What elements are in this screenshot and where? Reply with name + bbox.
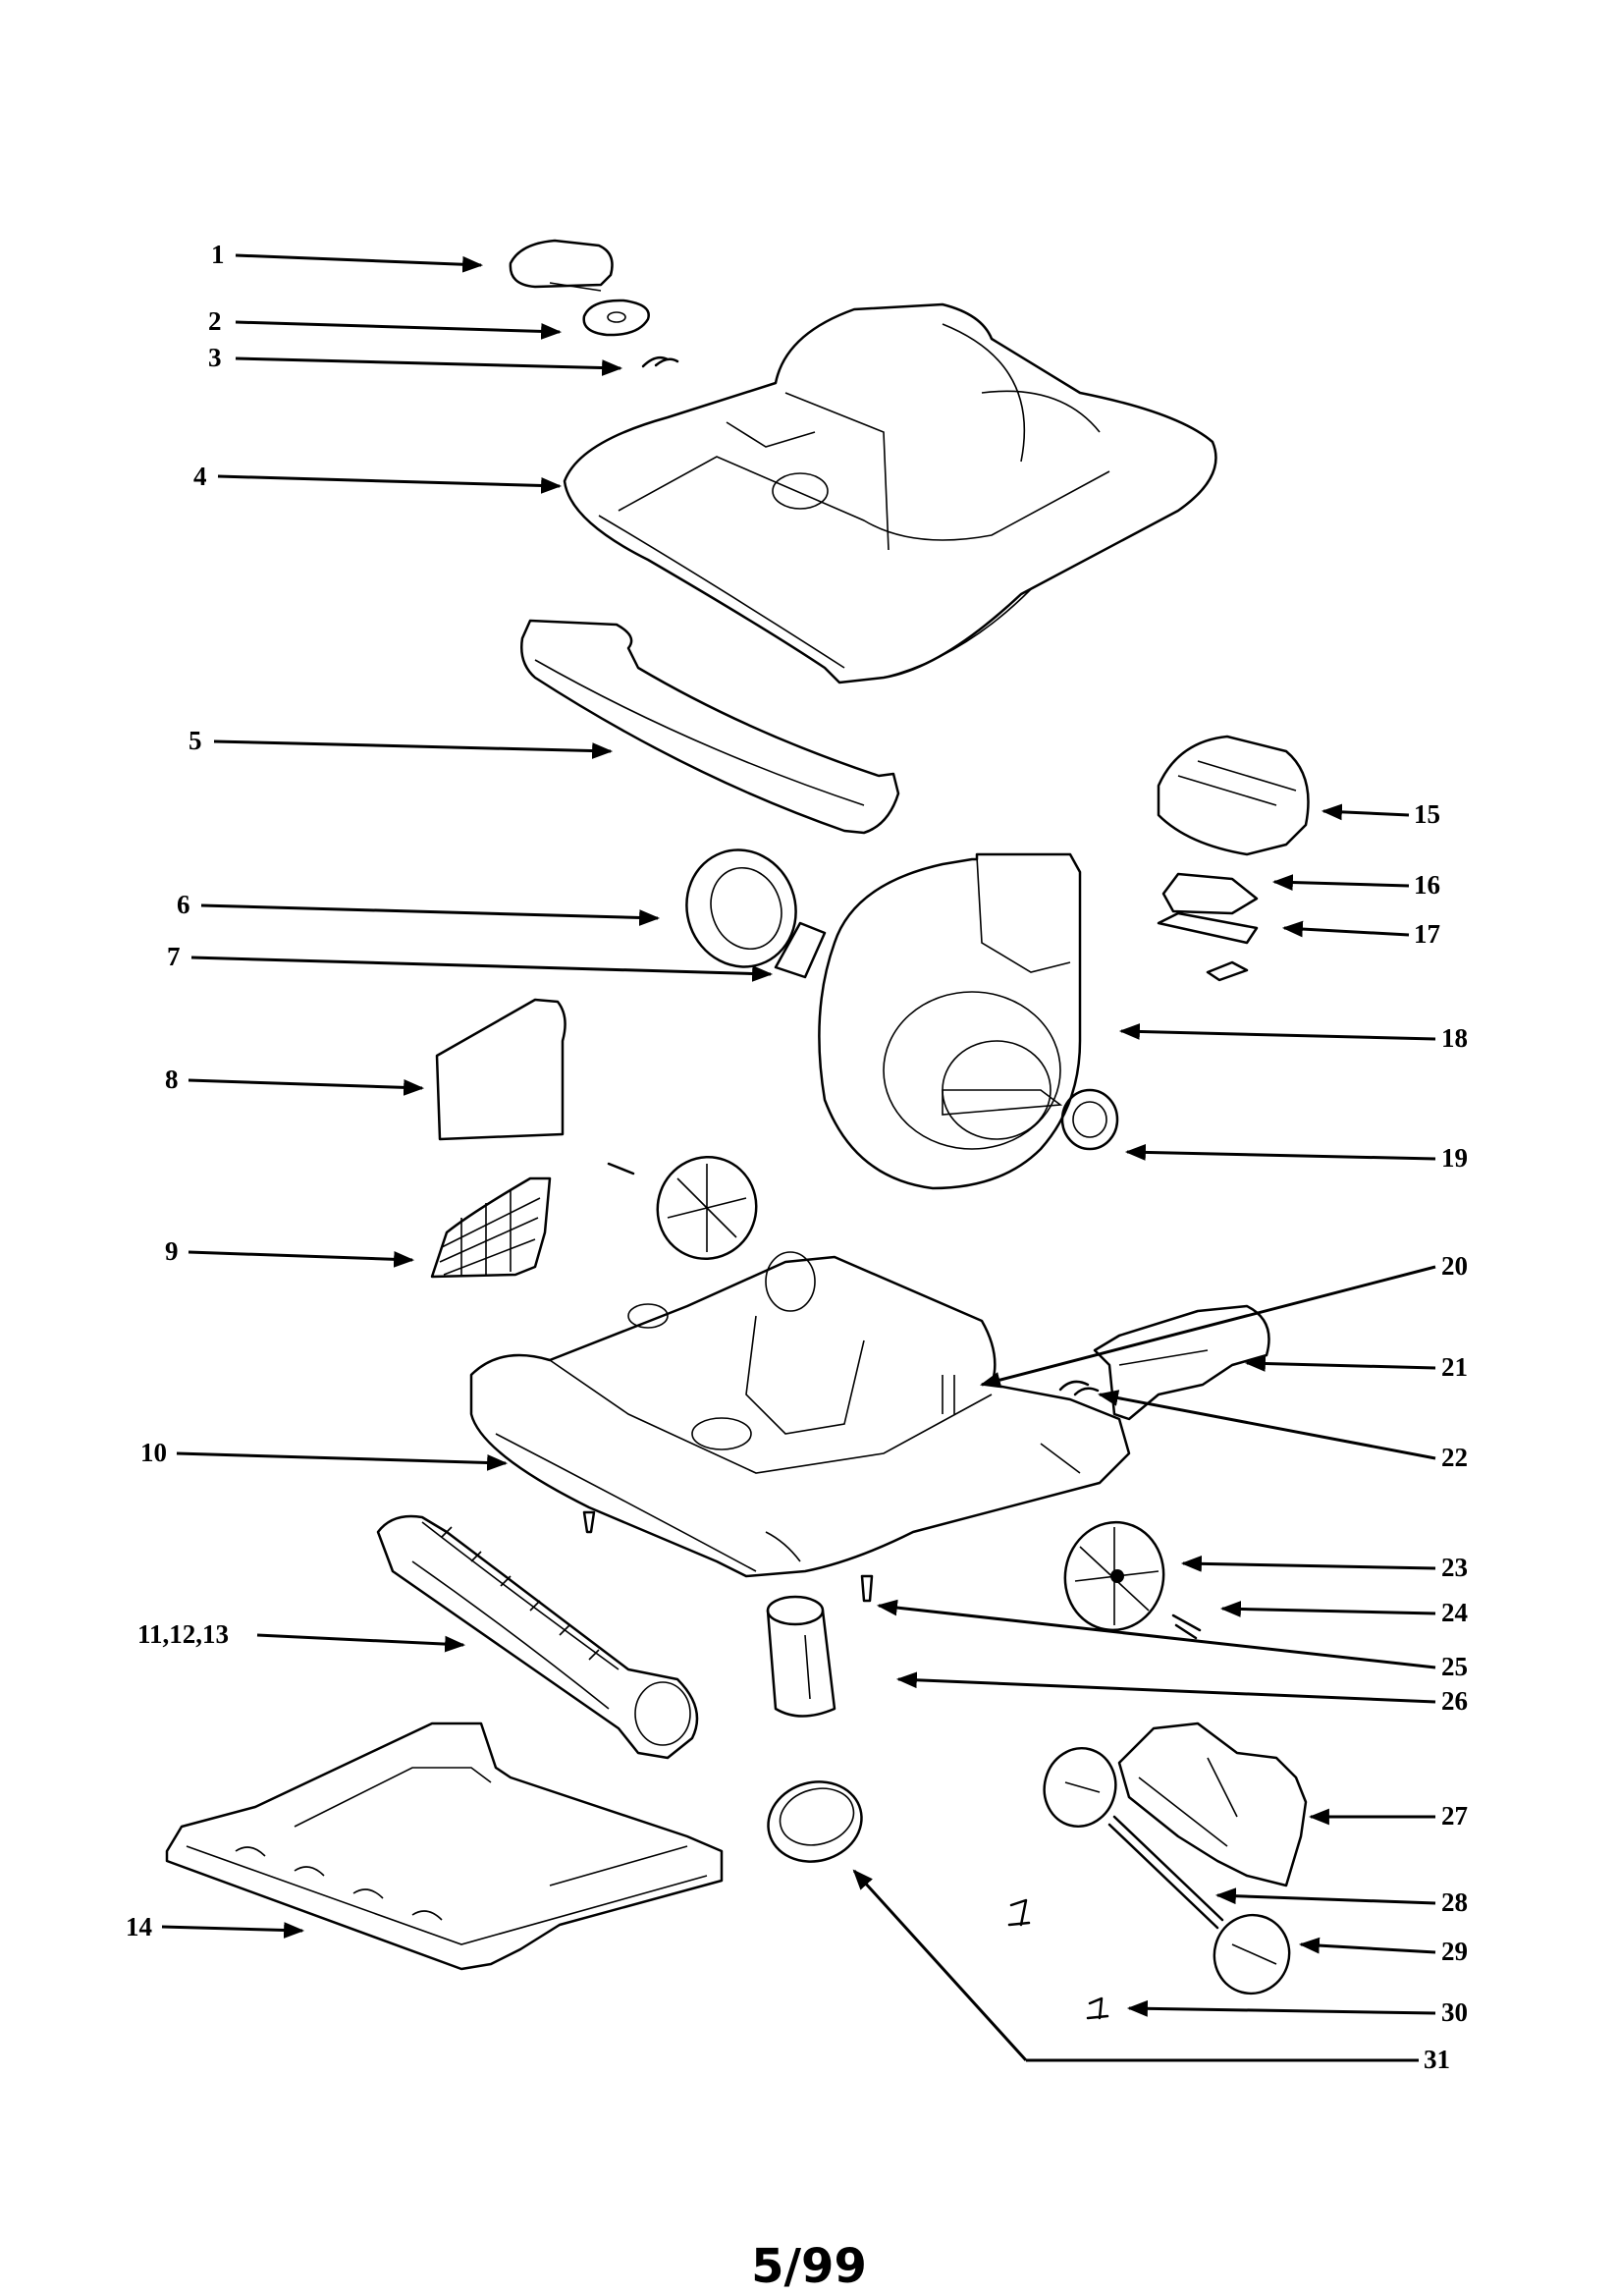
part-2-washer bbox=[582, 299, 650, 337]
part-upper-wheel bbox=[607, 1155, 758, 1261]
part-4-hood bbox=[563, 302, 1217, 684]
leader-8 bbox=[188, 1078, 425, 1096]
part-27-bracket bbox=[1117, 1722, 1308, 1887]
leader-15 bbox=[1321, 803, 1410, 821]
callout-31: 31 bbox=[1424, 2045, 1450, 2074]
callout-4: 4 bbox=[193, 462, 207, 491]
callout-28: 28 bbox=[1441, 1887, 1468, 1917]
part-14-bottom-plate bbox=[165, 1722, 724, 1971]
leader-6 bbox=[200, 903, 661, 926]
leader-5 bbox=[213, 739, 614, 759]
callout-1: 1 bbox=[211, 240, 225, 269]
leader-4 bbox=[217, 474, 563, 494]
leader-26 bbox=[895, 1671, 1436, 1704]
leader-1 bbox=[235, 253, 484, 273]
part-screw-base bbox=[582, 1510, 596, 1534]
callout-14: 14 bbox=[126, 1912, 152, 1941]
callout-18: 18 bbox=[1441, 1023, 1468, 1053]
part-5-bumper bbox=[520, 619, 900, 835]
part-16-bracket bbox=[1161, 872, 1259, 915]
part-17-plate bbox=[1157, 911, 1259, 982]
part-3-clip bbox=[641, 355, 679, 368]
leader-21 bbox=[1244, 1355, 1436, 1372]
leader-20 bbox=[979, 1265, 1436, 1389]
callout-22: 22 bbox=[1441, 1443, 1468, 1472]
part-9-grill bbox=[430, 1176, 552, 1279]
part-11-brushroll bbox=[376, 1514, 699, 1760]
part-26-cylinder bbox=[766, 1595, 836, 1718]
callout-2: 2 bbox=[208, 306, 222, 336]
callout-8: 8 bbox=[165, 1065, 179, 1094]
callout-3: 3 bbox=[208, 343, 222, 372]
part-10-base bbox=[469, 1251, 1131, 1578]
leader-29 bbox=[1298, 1937, 1436, 1954]
leader-2 bbox=[235, 320, 563, 340]
part-18-motor bbox=[818, 852, 1082, 1190]
callout-15: 15 bbox=[1414, 799, 1440, 829]
leader-19 bbox=[1124, 1144, 1436, 1161]
callout-25: 25 bbox=[1441, 1652, 1468, 1681]
callout-19: 19 bbox=[1441, 1143, 1468, 1173]
leader-10 bbox=[176, 1451, 509, 1471]
part-8-filter bbox=[435, 998, 566, 1141]
leader-31b bbox=[852, 1869, 1028, 2062]
leader-7 bbox=[190, 956, 774, 982]
leader-9 bbox=[188, 1250, 415, 1268]
leader-22 bbox=[1097, 1390, 1436, 1460]
callout-9: 9 bbox=[165, 1236, 179, 1266]
part-21-latch bbox=[1093, 1304, 1270, 1421]
callout-26: 26 bbox=[1441, 1686, 1468, 1716]
callout-10: 10 bbox=[140, 1438, 167, 1467]
page-number: 5/99 bbox=[751, 2239, 867, 2294]
leader-23 bbox=[1180, 1555, 1436, 1572]
part-22-clip bbox=[1058, 1380, 1100, 1396]
part-6-ring bbox=[685, 848, 797, 968]
callout-20: 20 bbox=[1441, 1251, 1468, 1281]
part-screw-28 bbox=[1007, 1898, 1031, 1927]
leader-18 bbox=[1118, 1023, 1436, 1041]
callout-6: 6 bbox=[177, 890, 190, 919]
leader-28 bbox=[1214, 1887, 1436, 1905]
leader-25 bbox=[876, 1599, 1436, 1669]
part-23-wheel bbox=[1063, 1520, 1165, 1632]
part-28-axle-assembly bbox=[1043, 1747, 1224, 1930]
part-29-wheel bbox=[1213, 1913, 1291, 1995]
callout-24: 24 bbox=[1441, 1598, 1468, 1627]
leader-3 bbox=[235, 356, 623, 376]
part-24-pin bbox=[1171, 1613, 1202, 1640]
leader-16 bbox=[1271, 874, 1410, 891]
part-7-gasket bbox=[774, 921, 827, 979]
part-15-cover bbox=[1157, 735, 1310, 856]
callout-16: 16 bbox=[1414, 870, 1440, 900]
leader-17 bbox=[1281, 920, 1410, 938]
leader-14 bbox=[161, 1922, 305, 1939]
callout-30: 30 bbox=[1441, 1997, 1468, 2027]
callout-7: 7 bbox=[167, 942, 181, 971]
part-31-ring bbox=[767, 1780, 863, 1863]
callout-17: 17 bbox=[1414, 919, 1440, 949]
callout-29: 29 bbox=[1441, 1937, 1468, 1966]
leader-30 bbox=[1126, 1999, 1436, 2017]
part-19-cap bbox=[1060, 1088, 1119, 1151]
part-30-screw bbox=[1086, 1996, 1109, 2020]
callout-11: 11,12,13 bbox=[137, 1619, 229, 1649]
leader-24 bbox=[1219, 1601, 1436, 1617]
callout-5: 5 bbox=[189, 726, 202, 755]
callout-21: 21 bbox=[1441, 1352, 1468, 1382]
part-25-screw bbox=[860, 1574, 874, 1603]
callout-23: 23 bbox=[1441, 1553, 1468, 1582]
leader-11 bbox=[256, 1633, 466, 1653]
part-1-lid bbox=[509, 239, 614, 292]
callout-27: 27 bbox=[1441, 1801, 1468, 1831]
